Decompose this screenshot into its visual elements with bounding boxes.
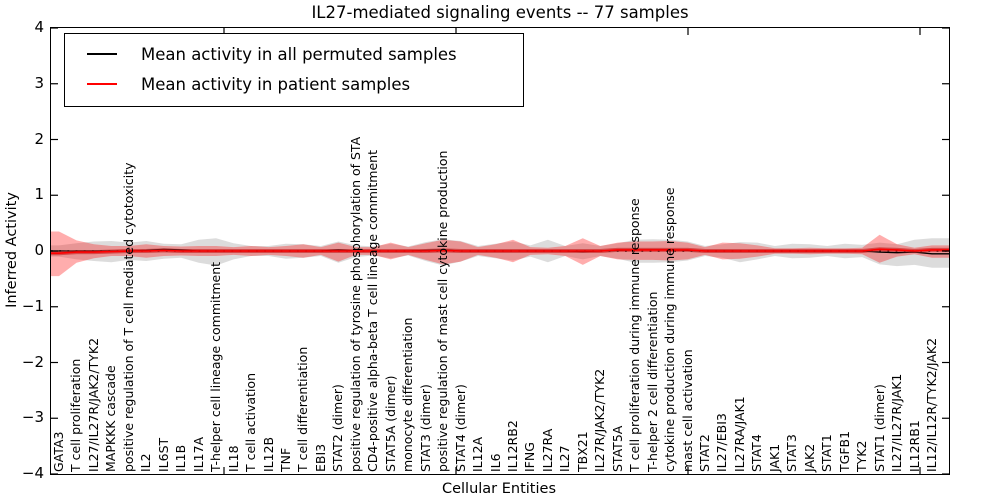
x-tick-label: IL27 xyxy=(557,445,573,472)
legend-line-permuted-icon xyxy=(87,53,117,55)
chart-canvas xyxy=(51,28,949,474)
x-tick-label: MAPKKK cascade xyxy=(103,365,119,472)
x-tick-label: STAT2 (dimer) xyxy=(330,384,346,472)
x-tick-label: CD4-positive alpha-beta T cell lineage c… xyxy=(365,150,381,472)
x-tick-label: IL12RB2 xyxy=(504,420,520,472)
x-tick-label: STAT4 (dimer) xyxy=(452,384,468,472)
x-tick-label: EBI3 xyxy=(312,443,328,472)
x-tick-label: positive regulation of mast cell cytokin… xyxy=(435,150,451,472)
x-tick-label: IL18 xyxy=(225,445,241,472)
x-tick-label: T-helper cell lineage commitment xyxy=(208,261,224,472)
x-tick-label: IL27/EBI3 xyxy=(714,413,730,472)
y-tick-label: 2 xyxy=(34,129,44,148)
x-tick-label: STAT3 (dimer) xyxy=(417,384,433,472)
legend-line-patient-icon xyxy=(87,83,117,85)
x-tick-label: mast cell activation xyxy=(679,349,695,472)
x-tick-label: STAT5A (dimer) xyxy=(382,375,398,472)
x-tick-label: TGFB1 xyxy=(836,430,852,472)
x-tick-label: positive regulation of tyrosine phosphor… xyxy=(347,136,363,472)
x-tick-label: monocyte differentiation xyxy=(400,317,416,472)
x-tick-label: IL27RA xyxy=(539,428,555,472)
x-tick-label: IL12B xyxy=(260,436,276,472)
y-tick-label: −2 xyxy=(21,352,44,371)
y-tick-label: 4 xyxy=(34,18,44,36)
x-tick-label: TNF xyxy=(277,447,293,472)
y-tick-label: −3 xyxy=(21,408,44,427)
x-tick-label: TBX21 xyxy=(574,431,590,472)
legend-item-patient: Mean activity in patient samples xyxy=(65,69,523,99)
y-tick-label: −1 xyxy=(21,296,44,315)
x-tick-label: IL17A xyxy=(190,436,206,472)
x-tick-label: TYK2 xyxy=(854,440,870,472)
x-tick-label: IL2 xyxy=(138,453,154,472)
x-tick-label: STAT4 xyxy=(749,434,765,472)
chart-title: IL27-mediated signaling events -- 77 sam… xyxy=(311,3,689,22)
legend-item-permuted: Mean activity in all permuted samples xyxy=(65,39,523,69)
x-tick-label: STAT2 xyxy=(697,434,713,472)
x-tick-label: T cell proliferation xyxy=(68,358,84,472)
x-tick-label: JAK2 xyxy=(801,443,817,472)
y-tick-label: 1 xyxy=(34,185,44,204)
y-tick-label: 0 xyxy=(34,241,44,259)
x-tick-label: IL6ST xyxy=(155,437,171,472)
x-tick-label: positive regulation of T cell mediated c… xyxy=(120,162,136,472)
x-tick-label: IL27/IL27R/JAK1 xyxy=(889,373,905,472)
x-tick-label: STAT1 (dimer) xyxy=(871,384,887,472)
legend-label-patient: Mean activity in patient samples xyxy=(141,74,411,94)
x-tick-label: T cell activation xyxy=(243,373,259,472)
y-tick-label: −4 xyxy=(21,464,44,482)
y-tick-label: 3 xyxy=(34,73,44,92)
x-tick-label: IL1B xyxy=(173,444,189,472)
x-tick-label: cytokine production during immune respon… xyxy=(662,187,678,472)
x-tick-label: T cell differentiation xyxy=(295,346,311,472)
x-tick-label: GATA3 xyxy=(51,431,66,472)
x-tick-label: IL6 xyxy=(487,453,503,472)
x-tick-label: IL27RA/JAK1 xyxy=(731,396,747,472)
x-tick-label: IL12RB1 xyxy=(906,420,922,472)
legend-label-permuted: Mean activity in all permuted samples xyxy=(141,44,457,64)
x-tick-label: STAT1 xyxy=(819,434,835,472)
x-tick-label: JAK1 xyxy=(766,443,782,472)
legend: Mean activity in all permuted samples Me… xyxy=(64,33,524,107)
x-tick-label: IFNG xyxy=(522,442,538,472)
x-tick-label: IL12A xyxy=(470,436,486,472)
x-tick-label: T-helper 2 cell differentiation xyxy=(644,291,660,472)
x-tick-label: STAT5A xyxy=(609,425,625,472)
x-tick-label: IL27/IL27R/JAK2/TYK2 xyxy=(85,337,101,472)
x-tick-label: STAT3 xyxy=(784,434,800,472)
x-tick-label: IL12/IL12R/TYK2/JAK2 xyxy=(924,337,939,472)
x-tick-label: T cell proliferation during immune respo… xyxy=(627,198,643,472)
x-tick-label: IL27R/JAK2/TYK2 xyxy=(592,368,608,472)
x-axis-label: Cellular Entities xyxy=(441,481,557,497)
